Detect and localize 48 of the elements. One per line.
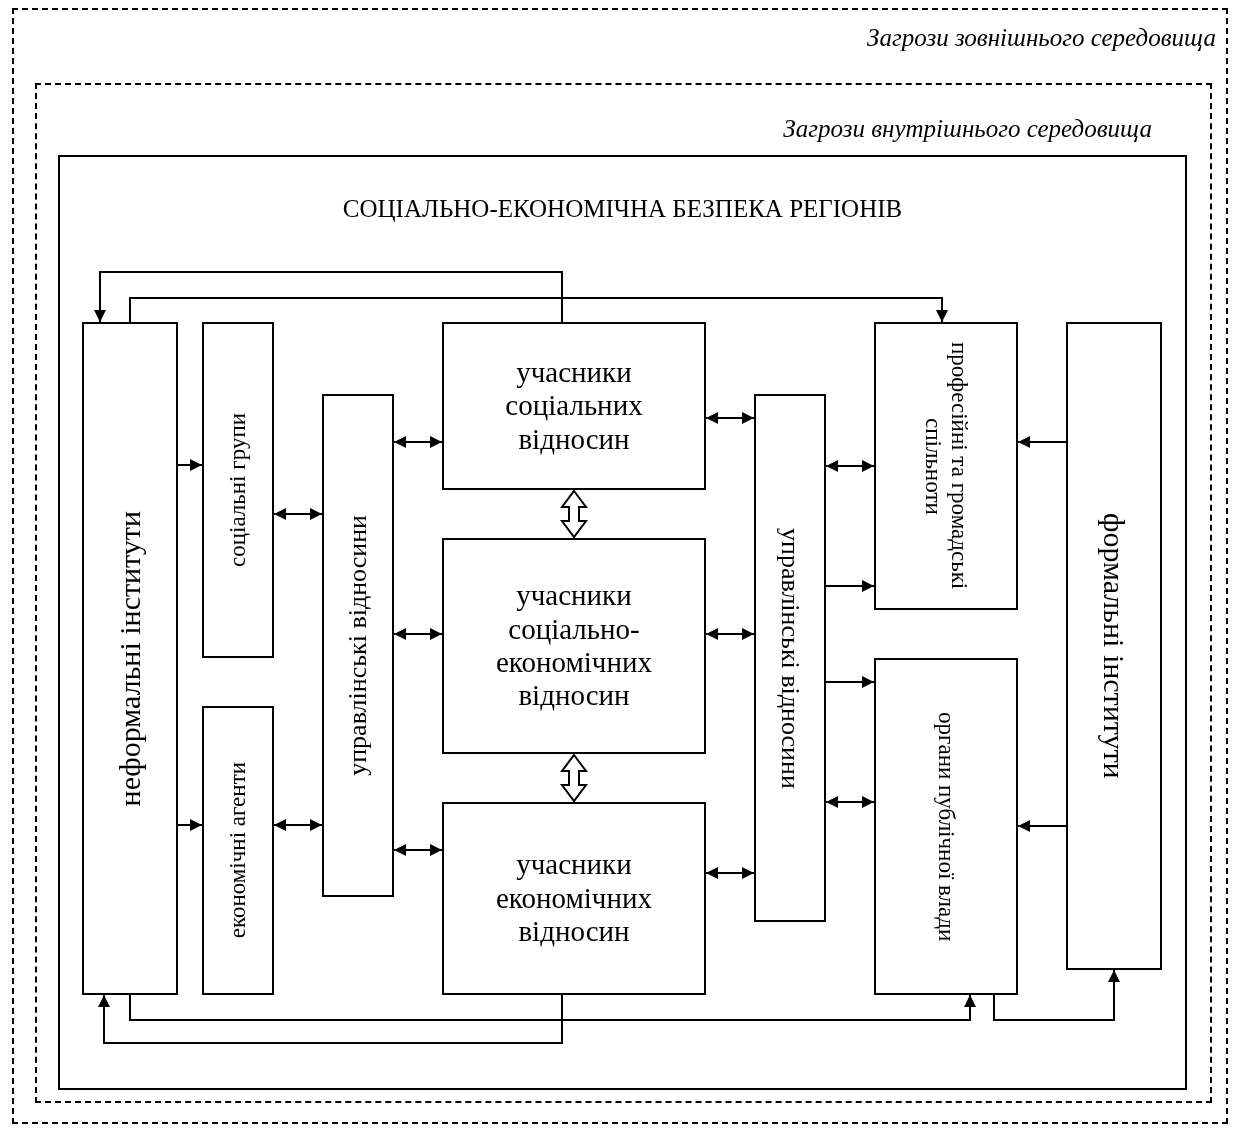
arrow xyxy=(177,459,203,471)
arrow xyxy=(177,819,203,831)
box-label: органи публічної влади xyxy=(933,711,960,942)
process-box xyxy=(202,706,274,995)
box-label: формальні інститути xyxy=(1097,513,1132,779)
arrow xyxy=(1017,436,1067,448)
box-label: професійні та громадські спільноти xyxy=(920,341,973,592)
arrow xyxy=(705,628,755,640)
process-box xyxy=(322,394,394,897)
title: СОЦІАЛЬНО-ЕКОНОМІЧНА БЕЗПЕКА РЕГІОНІВ xyxy=(342,195,903,223)
box-label: учасники соціально-економічних відносин xyxy=(495,579,653,713)
arrow xyxy=(825,796,875,808)
box-label: учасники економічних відносин xyxy=(495,848,653,949)
process-box xyxy=(754,394,826,922)
process-box xyxy=(442,538,706,754)
process-box xyxy=(82,322,178,995)
arrow xyxy=(825,460,875,472)
box-label: неформальні інститути xyxy=(112,510,147,807)
arrow xyxy=(825,580,875,592)
arrow xyxy=(129,994,976,1021)
process-box xyxy=(442,322,706,490)
arrow xyxy=(94,271,563,323)
box-label: управлінські відносини xyxy=(775,527,805,789)
arrow xyxy=(273,819,323,831)
arrow xyxy=(273,508,323,520)
process-box xyxy=(874,322,1018,610)
arrow xyxy=(705,867,755,879)
process-box xyxy=(1066,322,1162,970)
process-box xyxy=(442,802,706,995)
double-block-arrow xyxy=(560,489,588,539)
arrow xyxy=(98,994,563,1044)
arrow xyxy=(993,969,1120,1021)
double-block-arrow xyxy=(560,753,588,803)
process-box xyxy=(202,322,274,658)
box-label: управлінські відносини xyxy=(343,515,373,776)
heading: Загрози зовнішнього середовища xyxy=(867,24,1216,52)
arrow xyxy=(129,297,948,323)
box-label: економічні агенти xyxy=(224,762,251,939)
arrow xyxy=(393,844,443,856)
arrow xyxy=(393,436,443,448)
heading: Загрози внутрішнього середовища xyxy=(783,115,1152,143)
arrow xyxy=(1017,820,1067,832)
box-label: соціальні групи xyxy=(224,413,251,567)
box-label: учасники соціальних відносин xyxy=(504,356,644,456)
arrow xyxy=(393,628,443,640)
arrow xyxy=(705,412,755,424)
arrow xyxy=(825,676,875,688)
process-box xyxy=(874,658,1018,995)
